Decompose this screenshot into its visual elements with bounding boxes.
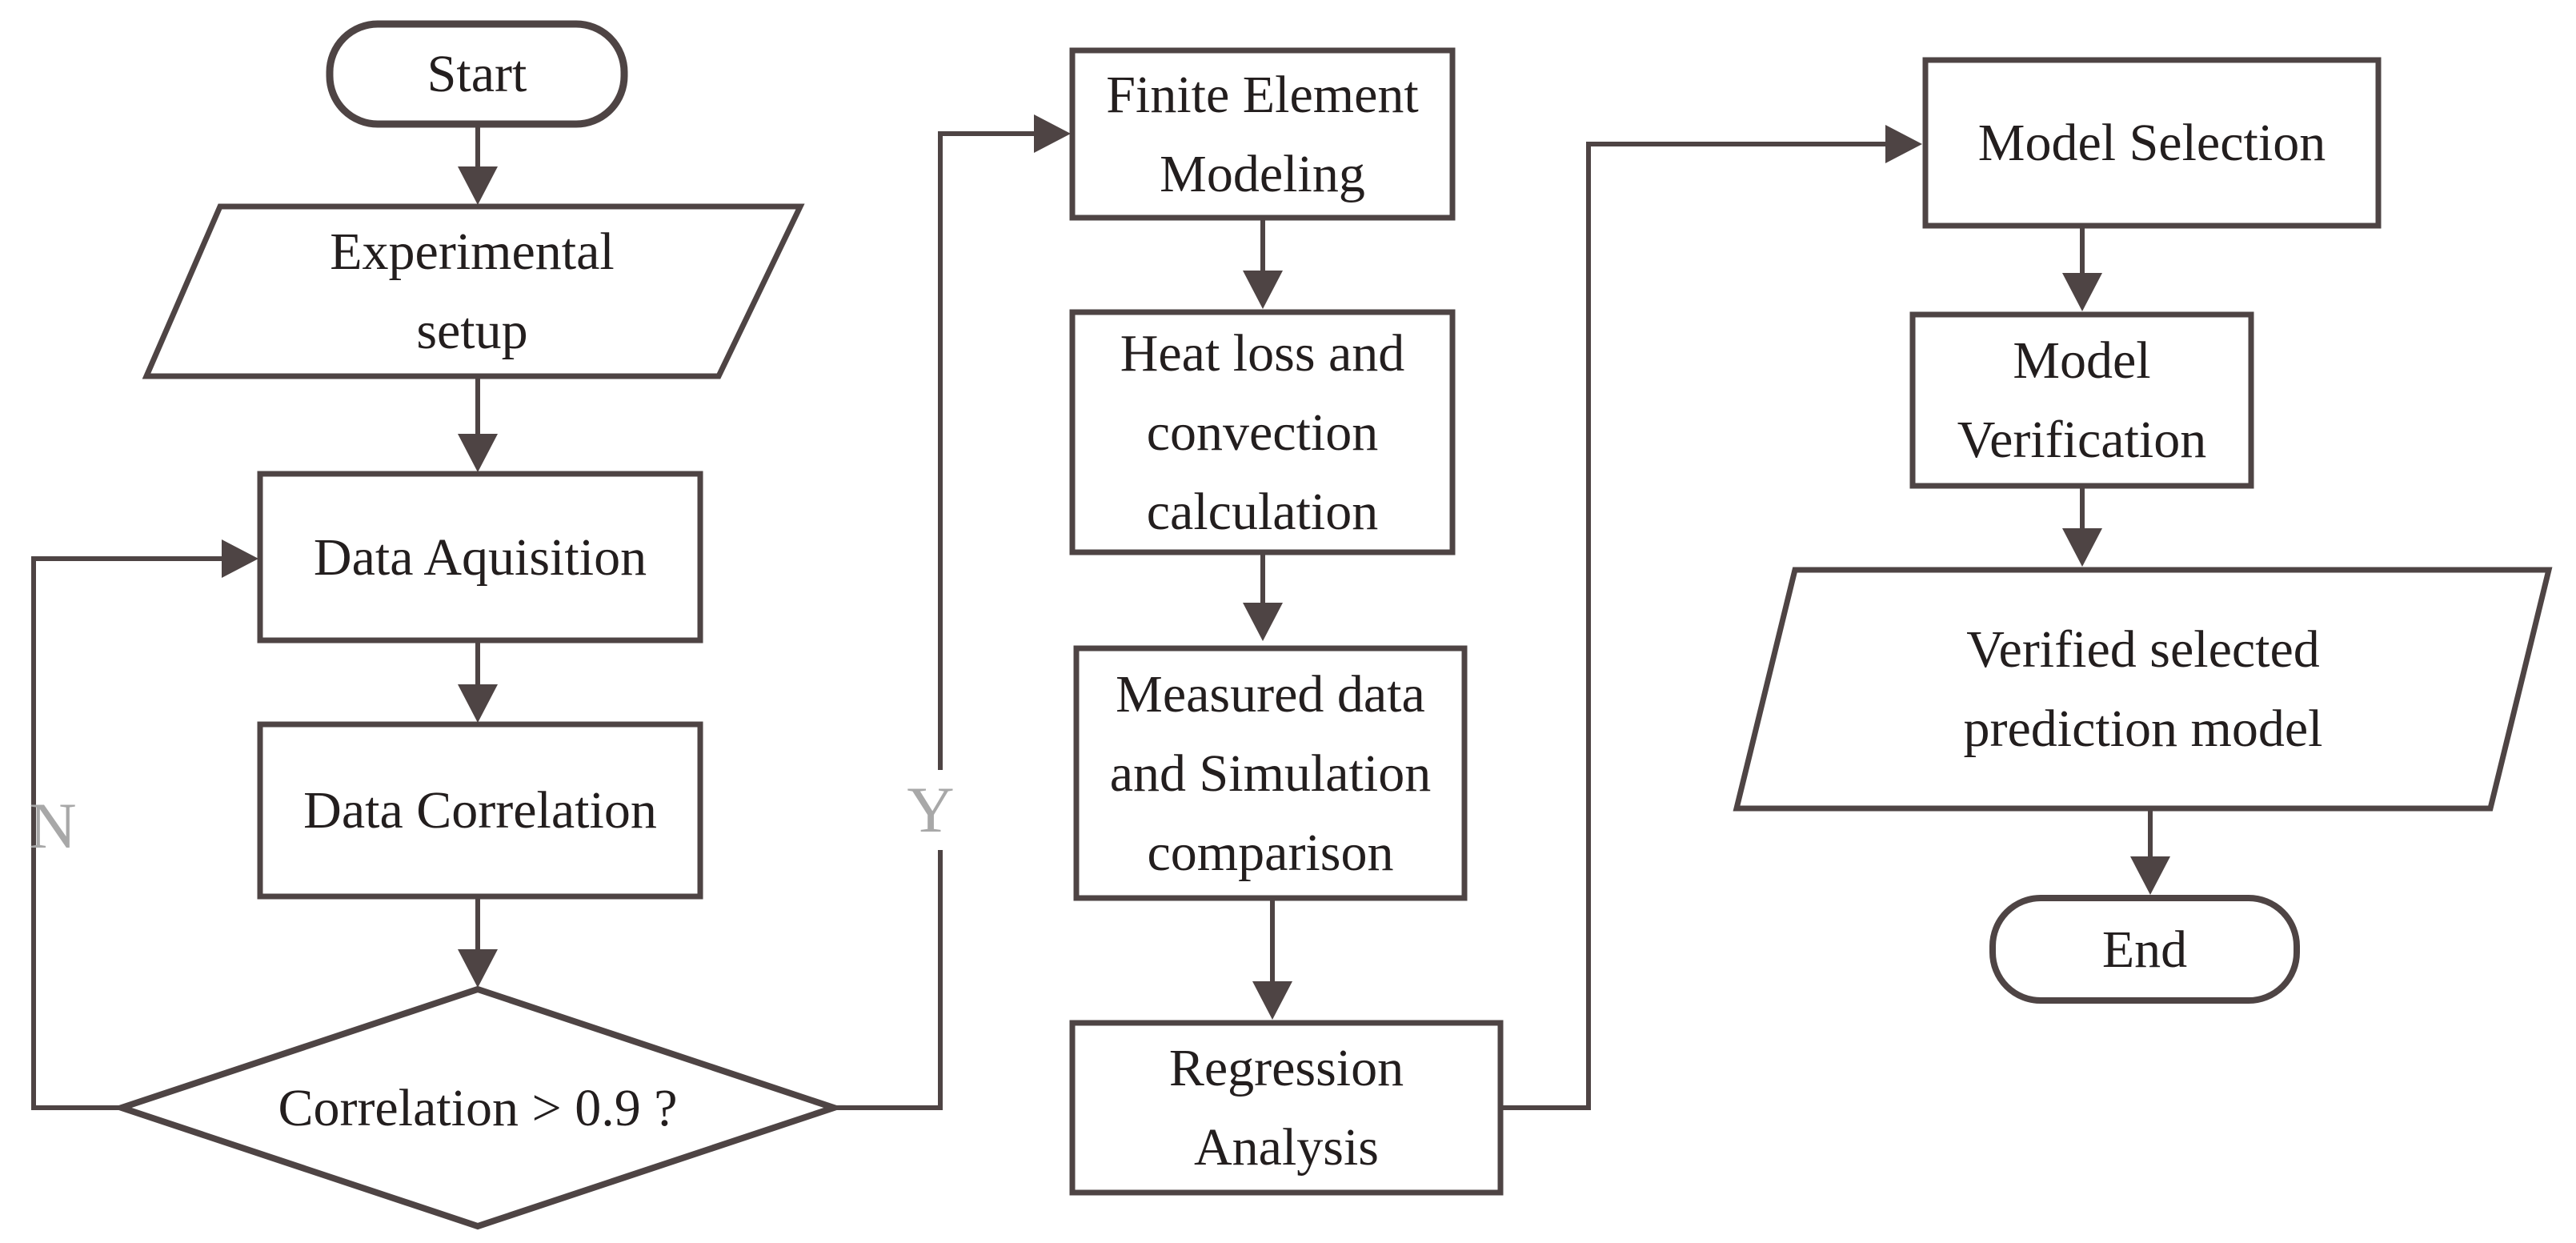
arrowhead-right-icon [222,539,258,578]
data-aquisition-rect-shape [257,471,703,644]
verified-model-node: Verified selected prediction model [1963,620,2323,758]
arrowhead-down-icon [2130,856,2170,895]
finite-element-modeling-node: Finite Element Modeling [1106,65,1419,203]
finite-element-modeling-rect-shape [1069,47,1456,221]
verified-model-parallelogram-shape [1733,567,2553,812]
correlation-decision-node: Correlation > 0.9 ? [278,1078,678,1137]
end-terminator-shape [1989,895,2300,1004]
loop-no-line [31,556,225,1110]
connector-lines [31,124,2153,1110]
arrowhead-down-icon [2062,528,2102,567]
model-selection-rect-shape [1922,57,2382,229]
arrowhead-right-icon [1885,125,1922,163]
arrowhead-right-icon [1034,114,1071,153]
branch-yes-line [834,131,1036,1110]
model-verification-node: Model Verification [1957,331,2207,469]
experimental-setup-node: Experimental setup [330,223,615,360]
arrowhead-down-icon [458,434,498,472]
connector-regression-to-selection [1500,142,1887,1110]
branch-label-no: N [29,789,77,862]
node-shapes [111,20,2553,1230]
data-aquisition-node: Data Aquisition [313,527,647,587]
start-node: Start [427,45,527,103]
arrowhead-down-icon [458,949,498,988]
arrowhead-down-icon [458,166,498,205]
decision-diamond-shape [111,985,844,1230]
regression-analysis-rect-shape [1069,1020,1504,1196]
experimental-setup-parallelogram-shape [142,203,805,379]
arrowhead-down-icon [458,684,498,723]
arrowhead-down-icon [1243,271,1283,309]
arrowheads [222,114,2170,1020]
measured-data-rect-shape [1073,645,1468,901]
branch-label-yes: Y [891,770,971,850]
heat-loss-node: Heat loss and convection calculation [1120,323,1405,541]
arrowhead-down-icon [2062,273,2102,311]
model-selection-node: Model Selection [1977,114,2326,172]
measured-data-node: Measured data and Simulation comparison [1109,664,1432,882]
arrowhead-down-icon [1243,603,1283,641]
data-correlation-rect-shape [257,721,703,900]
model-verification-rect-shape [1909,311,2254,489]
data-correlation-node: Data Correlation [303,781,657,840]
regression-analysis-node: Regression Analysis [1168,1039,1404,1177]
end-node: End [2101,920,2188,979]
arrowhead-down-icon [1252,981,1292,1020]
heat-loss-rect-shape [1069,309,1456,555]
start-terminator-shape [326,20,628,128]
